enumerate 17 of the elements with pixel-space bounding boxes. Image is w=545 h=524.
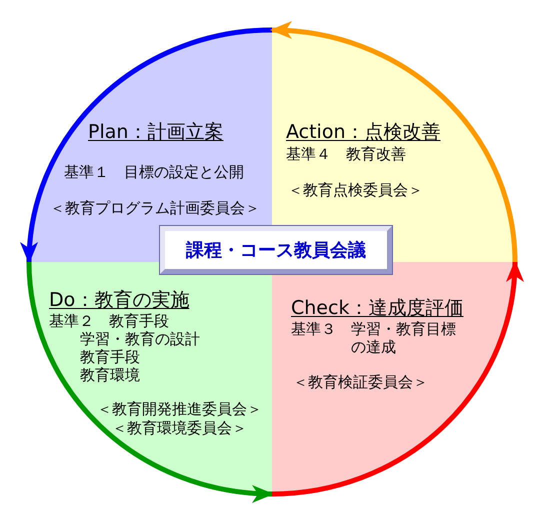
heading: Do：教育の実施 (49, 289, 190, 311)
committee-text: ＜教育環境委員会＞ (112, 419, 247, 437)
heading: Plan：計画立案 (88, 121, 224, 143)
criterion-text: 基準２ 教育手段 (49, 312, 169, 330)
committee-text: ＜教育プログラム計画委員会＞ (50, 199, 260, 217)
criterion-text: 基準１ 目標の設定と公開 (64, 163, 244, 181)
criterion-text: 基準３ 学習・教育目標の達成 (291, 320, 457, 356)
heading: Action：点検改善 (286, 121, 441, 143)
criterion-item: 教育手段 (80, 348, 140, 366)
committee-text: ＜教育点検委員会＞ (288, 181, 423, 199)
committee-text: ＜教育開発推進委員会＞ (97, 400, 262, 418)
criterion-item: 教育環境 (80, 366, 140, 384)
heading: Check：達成度評価 (291, 297, 464, 319)
committee-text: ＜教育検証委員会＞ (293, 373, 428, 391)
meeting-box: 課程・コース教員会議 (160, 226, 392, 274)
criterion-text: 基準４ 教育改善 (286, 145, 406, 163)
criterion-item: 学習・教育の設計 (80, 330, 200, 348)
